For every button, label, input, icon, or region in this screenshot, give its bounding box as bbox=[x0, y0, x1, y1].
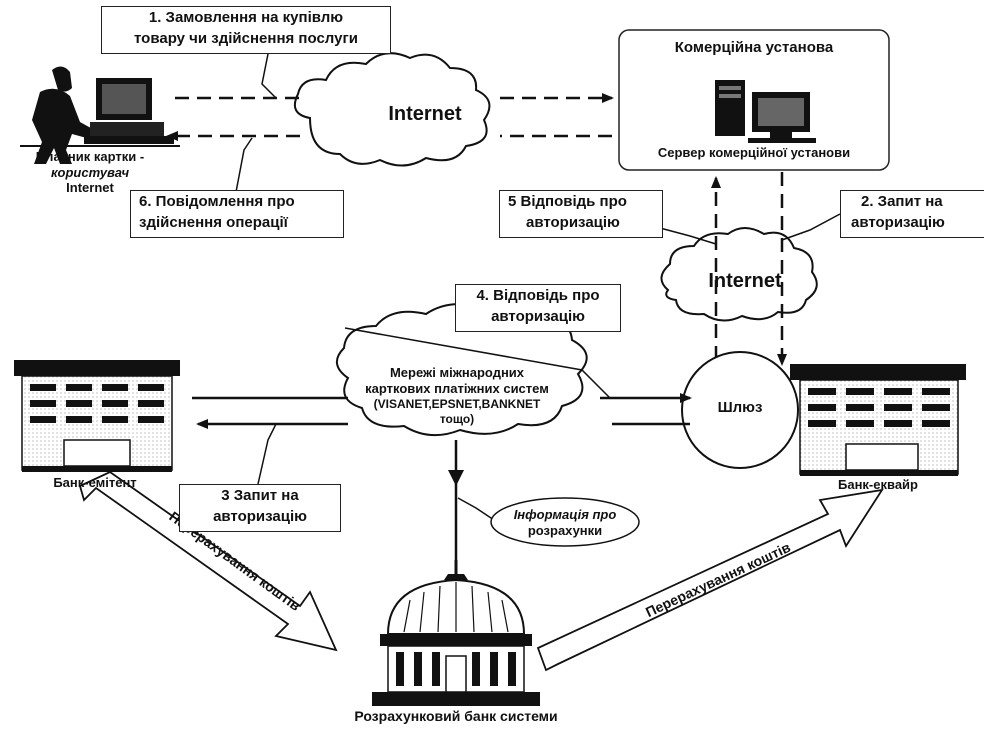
gateway-label: Шлюз bbox=[717, 399, 763, 416]
transfer-arrow-left bbox=[78, 470, 338, 652]
bank-building-icon bbox=[790, 364, 966, 476]
transfer-arrow-right bbox=[536, 488, 884, 672]
step6-leader bbox=[235, 137, 253, 193]
settlement-arrowhead bbox=[448, 470, 464, 486]
step5-line2: авторизацію bbox=[526, 214, 620, 231]
central-bank-dome-icon bbox=[372, 560, 540, 706]
network-line3: (VISANET,EPSNET,BANKNET bbox=[373, 397, 541, 411]
cardholder-line1: Власник картки - bbox=[35, 149, 145, 164]
transfer-right-label: Перерахування коштів bbox=[643, 539, 793, 620]
step1-line2: товару чи здійснення послуги bbox=[134, 30, 358, 47]
settlement-info-line1: Інформація про bbox=[513, 507, 617, 522]
step2-line1: 2. Запит на bbox=[861, 193, 943, 210]
issuer-bank-label: Банк-емітент bbox=[53, 475, 137, 490]
step3-callout: 3 Запит на авторизацію bbox=[179, 484, 341, 532]
step3-line1: 3 Запит на bbox=[221, 487, 299, 504]
network-line4: тощо) bbox=[439, 412, 475, 426]
settlement-info-ellipse bbox=[490, 497, 640, 547]
internet-top-label: Internet bbox=[388, 103, 462, 125]
step6-line2: здійснення операції bbox=[139, 214, 288, 231]
step1-leader bbox=[261, 53, 277, 99]
step1-line1: 1. Замовлення на купівлю bbox=[148, 9, 344, 26]
internet-mid-cloud bbox=[660, 227, 818, 322]
step6-line1: 6. Повідомлення про bbox=[139, 193, 295, 210]
step5-callout: 5 Відповідь про авторизацію bbox=[499, 190, 663, 238]
step5-line1: 5 Відповідь про bbox=[508, 193, 627, 210]
step2-line2: авторизацію bbox=[851, 214, 945, 231]
acquirer-bank-label: Банк-еквайр bbox=[838, 477, 918, 492]
network-line2: карткових платіжних систем bbox=[365, 381, 549, 396]
step4-line2: авторизацію bbox=[491, 308, 585, 325]
step3-line2: авторизацію bbox=[213, 508, 307, 525]
commercial-server-label: Сервер комерційної установи bbox=[657, 145, 851, 160]
settlement-bank-label: Розрахунковий банк системи bbox=[354, 708, 558, 724]
settlement-info-line2: розрахунки bbox=[527, 523, 603, 538]
cardholder-line2: користувач bbox=[50, 165, 130, 180]
step2-callout: 2. Запит на авторизацію bbox=[840, 190, 984, 238]
bank-building-icon bbox=[14, 360, 180, 472]
commercial-title: Комерційна установа bbox=[674, 39, 834, 56]
step5-leader bbox=[659, 227, 717, 245]
step6-callout: 6. Повідомлення про здійснення операції bbox=[130, 190, 344, 238]
user-at-computer-icon bbox=[20, 66, 180, 164]
network-line1: Мережі міжнародних bbox=[389, 365, 525, 380]
step1-callout: 1. Замовлення на купівлю товару чи здійс… bbox=[101, 6, 391, 54]
internet-mid-label: Internet bbox=[708, 270, 782, 292]
step4-leader bbox=[344, 327, 611, 399]
step4-line1: 4. Відповідь про bbox=[476, 287, 600, 304]
step2-leader bbox=[781, 213, 841, 241]
step4-callout: 4. Відповідь про авторизацію bbox=[455, 284, 621, 332]
internet-top-cloud bbox=[294, 52, 491, 167]
gateway-circle bbox=[681, 351, 799, 469]
cardholder-line3: Internet bbox=[66, 180, 114, 195]
server-computer-icon bbox=[715, 80, 816, 143]
step3-leader bbox=[257, 423, 277, 485]
